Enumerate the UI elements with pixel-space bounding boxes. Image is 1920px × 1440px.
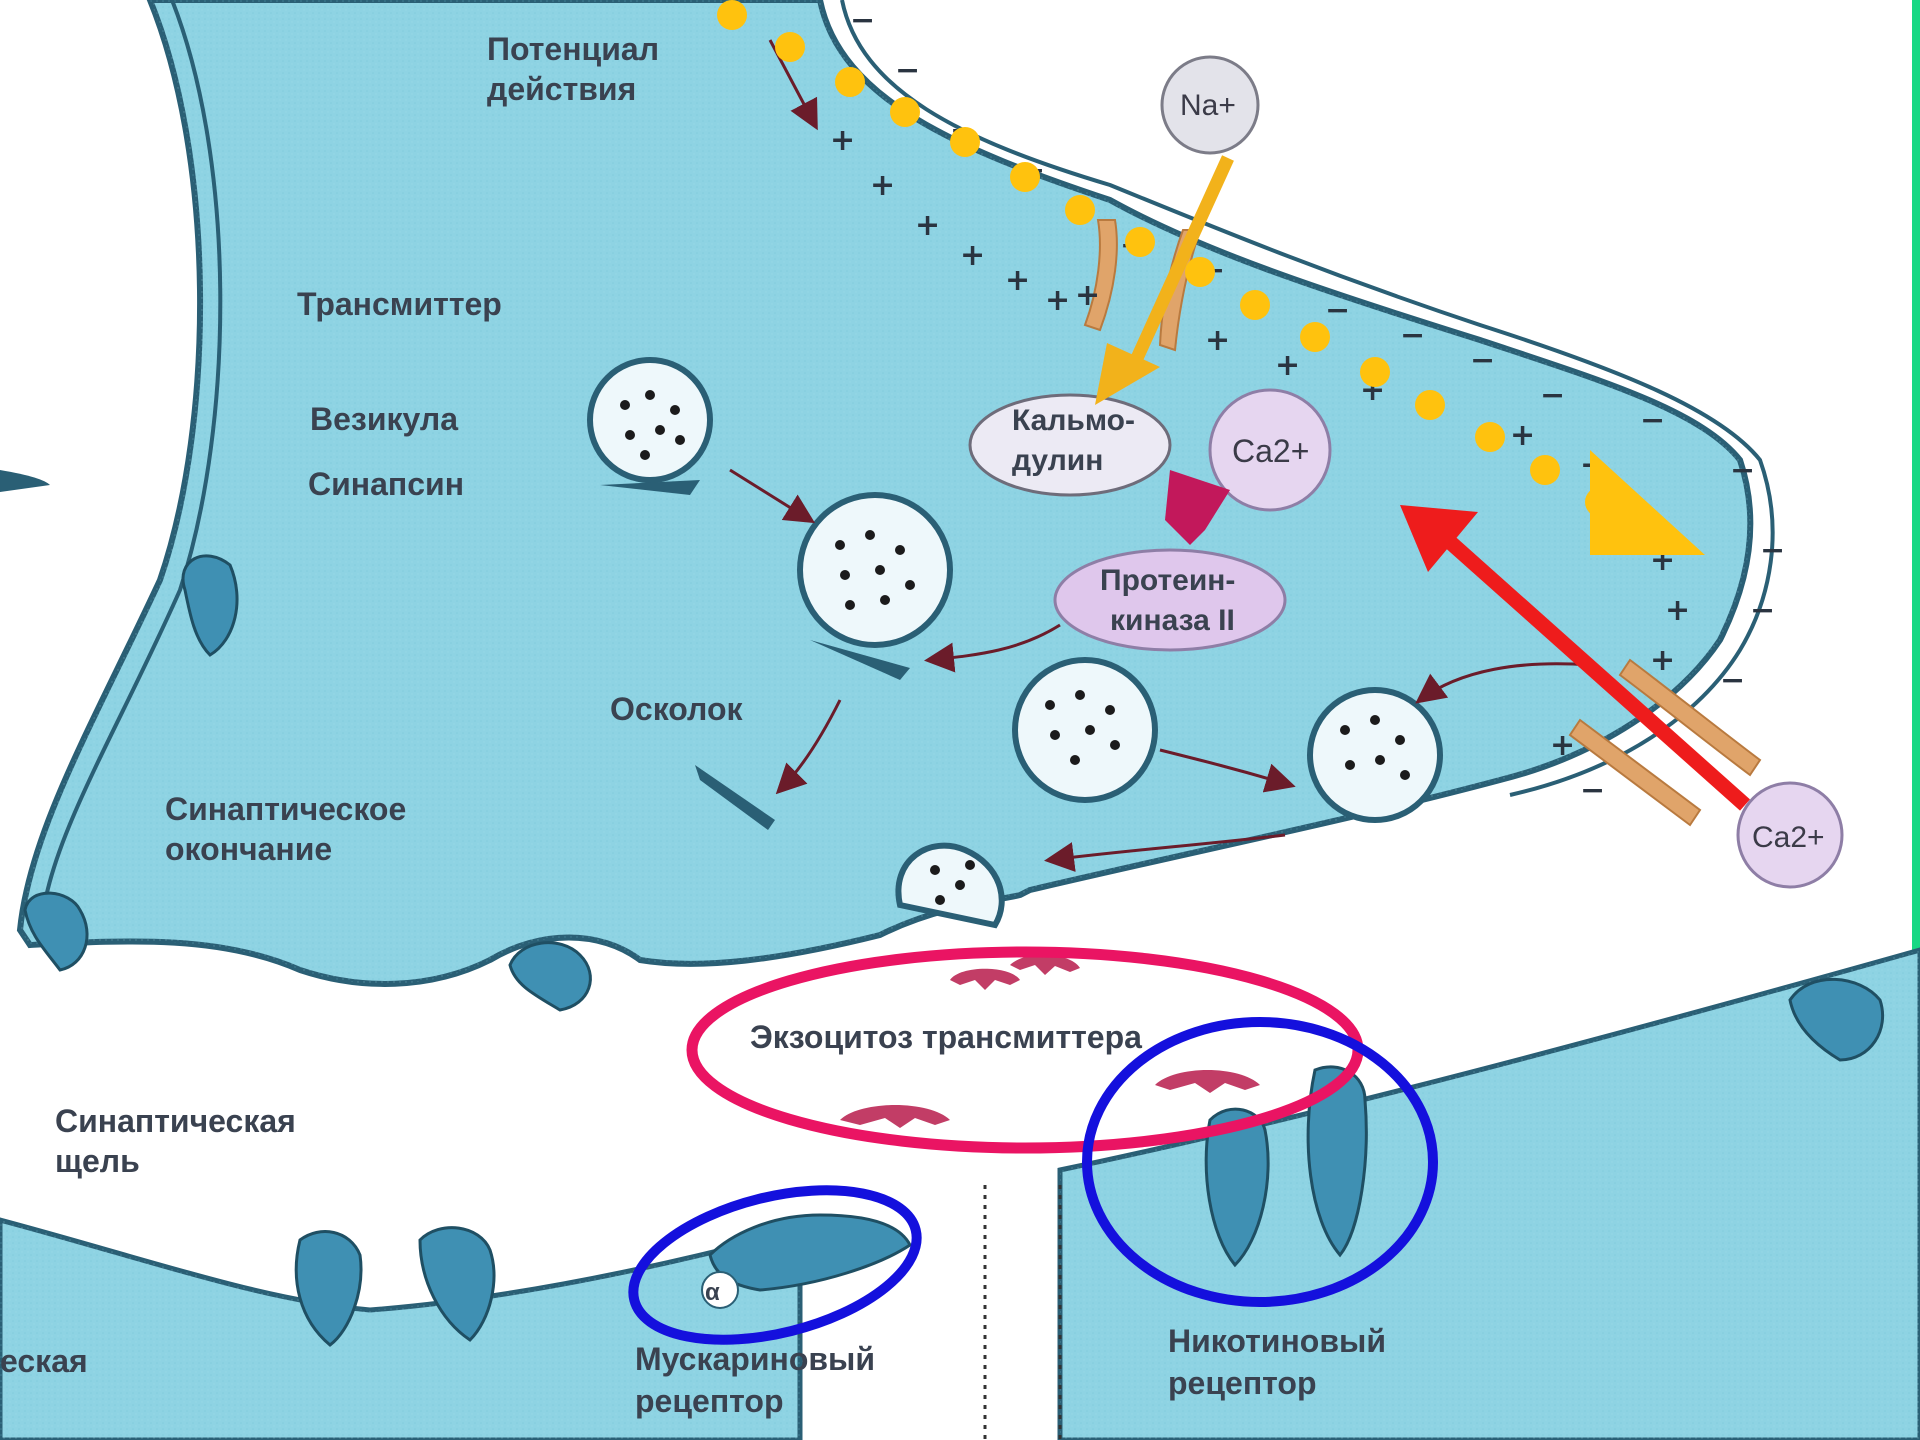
label-exocytosis: Экзоцитоз трансмиттера bbox=[750, 1019, 1142, 1055]
label-calmodulin-1: Кальмо- bbox=[1012, 404, 1135, 437]
svg-text:+: + bbox=[960, 238, 985, 273]
label-nicotinic-1: Никотиновый bbox=[1168, 1323, 1386, 1359]
svg-text:−: − bbox=[1640, 403, 1665, 438]
svg-text:+: + bbox=[830, 123, 855, 158]
label-kinase-2: киназа II bbox=[1110, 604, 1235, 637]
svg-text:−: − bbox=[1540, 378, 1565, 413]
svg-text:−: − bbox=[1750, 593, 1775, 628]
label-kinase-1: Протеин- bbox=[1100, 564, 1235, 597]
label-synapsin: Синапсин bbox=[308, 466, 464, 502]
svg-text:+: + bbox=[870, 168, 895, 203]
svg-text:+: + bbox=[1550, 728, 1575, 763]
label-alpha: α bbox=[705, 1279, 720, 1306]
svg-text:+: + bbox=[1665, 593, 1690, 628]
svg-text:+: + bbox=[915, 208, 940, 243]
label-muscarinic-2: рецептор bbox=[635, 1383, 783, 1419]
svg-text:+: + bbox=[1075, 278, 1100, 313]
label-cleft-1: Синаптическая bbox=[55, 1103, 296, 1139]
label-calmodulin-2: дулин bbox=[1012, 444, 1103, 477]
label-cleft-2: щель bbox=[55, 1143, 140, 1179]
svg-text:−: − bbox=[895, 53, 920, 88]
vesicle-docked bbox=[1310, 690, 1440, 820]
svg-text:−: − bbox=[1325, 293, 1350, 328]
svg-text:−: − bbox=[1730, 453, 1755, 488]
na-ion-label: Na+ bbox=[1180, 89, 1236, 122]
label-transmitter: Трансмиттер bbox=[297, 286, 502, 322]
ca-inner-label: Ca2+ bbox=[1232, 433, 1309, 469]
svg-text:+: + bbox=[1005, 263, 1030, 298]
svg-text:+: + bbox=[1045, 283, 1070, 318]
vesicle-top bbox=[590, 360, 710, 480]
svg-text:+: + bbox=[1205, 323, 1230, 358]
label-action-potential-1: Потенциал bbox=[487, 31, 659, 67]
label-action-potential-2: действия bbox=[487, 71, 636, 107]
svg-text:+: + bbox=[1650, 643, 1675, 678]
svg-text:−: − bbox=[850, 3, 875, 38]
svg-text:−: − bbox=[1760, 533, 1785, 568]
svg-text:−: − bbox=[1580, 773, 1605, 808]
svg-text:−: − bbox=[1720, 663, 1745, 698]
svg-text:−: − bbox=[1400, 318, 1425, 353]
label-partial-left: еская bbox=[0, 1343, 88, 1379]
label-muscarinic-1: Мускариновый bbox=[635, 1341, 875, 1377]
ca-outer-label: Ca2+ bbox=[1752, 821, 1825, 854]
label-terminal-2: окончание bbox=[165, 831, 332, 867]
label-terminal-1: Синаптическое bbox=[165, 791, 406, 827]
label-vesicle: Везикула bbox=[310, 401, 458, 437]
svg-text:+: + bbox=[1510, 418, 1535, 453]
svg-text:+: + bbox=[1275, 348, 1300, 383]
svg-text:−: − bbox=[1470, 343, 1495, 378]
label-nicotinic-2: рецептор bbox=[1168, 1365, 1316, 1401]
label-fragment: Осколок bbox=[610, 691, 743, 727]
